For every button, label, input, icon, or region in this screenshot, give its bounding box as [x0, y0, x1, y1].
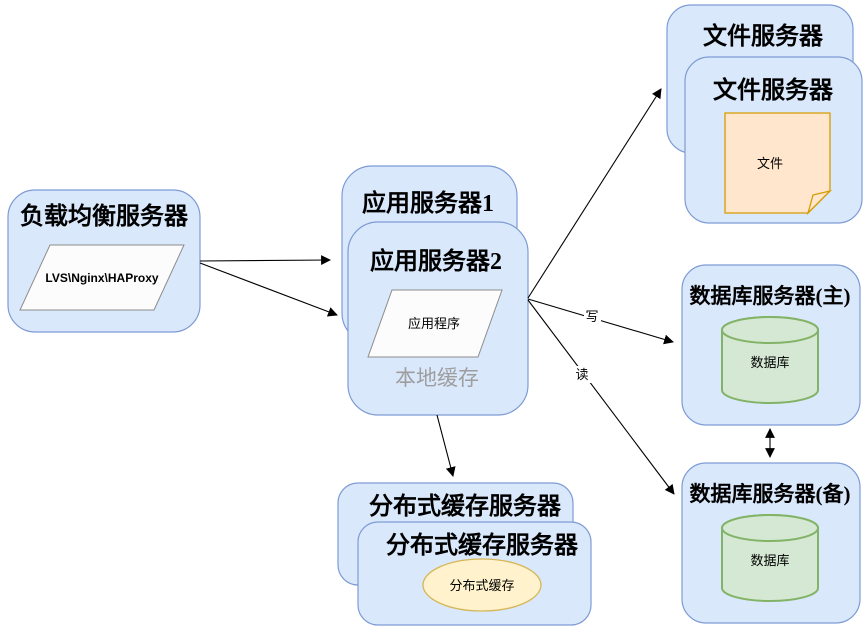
cache-server-front-node: 分布式缓存服务器 分布式缓存: [357, 521, 592, 626]
db-backup-title: 数据库服务器(备): [690, 482, 851, 506]
load-balancer-title: 负载均衡服务器: [20, 202, 189, 230]
diagram-edges: 写 读: [199, 88, 775, 495]
lvs-parallelogram-icon: [19, 244, 185, 311]
read-label-bg: [574, 366, 591, 383]
file-label: 文件: [757, 156, 783, 171]
db-primary-node: 数据库服务器(主) 数据库: [681, 264, 861, 426]
lvs-label: LVS\Nginx\HAProxy: [45, 271, 158, 285]
app-server-2-node: 应用服务器2 应用程序 本地缓存: [347, 221, 529, 416]
file-server-front-title: 文件服务器: [713, 76, 834, 104]
app-server-2-title: 应用服务器2: [370, 247, 502, 275]
application-parallelogram-icon: [367, 289, 503, 358]
write-label-bg: [584, 308, 601, 325]
distributed-cache-ellipse-icon: [422, 558, 542, 612]
arrow-app-to-db-backup: [527, 299, 675, 495]
arrow-lb-to-app1: [199, 255, 331, 266]
cache-server-back-title: 分布式缓存服务器: [369, 492, 562, 520]
file-server-front-node: 文件服务器 文件: [684, 56, 863, 224]
db-primary-title: 数据库服务器(主): [690, 284, 851, 308]
db-backup-cylinder-top-icon: [721, 514, 819, 542]
arrow-app-to-fileserver: [527, 88, 662, 299]
arrow-app-to-cache: [436, 414, 456, 477]
read-edge-label: 读: [575, 367, 588, 382]
file-server-back-title: 文件服务器: [703, 22, 824, 50]
cache-server-front-title: 分布式缓存服务器: [386, 531, 579, 559]
file-note-fold-icon: [806, 189, 833, 216]
local-cache-label: 本地缓存: [395, 366, 479, 390]
app-server-1-title: 应用服务器1: [362, 189, 494, 217]
db-primary-cylinder-top-icon: [721, 316, 819, 344]
db-backup-node: 数据库服务器(备) 数据库: [681, 462, 861, 624]
write-edge-label: 写: [585, 309, 598, 324]
application-label: 应用程序: [408, 316, 460, 331]
distributed-cache-label: 分布式缓存: [449, 578, 514, 593]
load-balancer-node: 负载均衡服务器 LVS\Nginx\HAProxy: [7, 189, 201, 333]
arrow-lb-to-app2: [199, 262, 338, 317]
db-primary-label: 数据库: [750, 355, 789, 370]
db-backup-label: 数据库: [750, 553, 789, 568]
